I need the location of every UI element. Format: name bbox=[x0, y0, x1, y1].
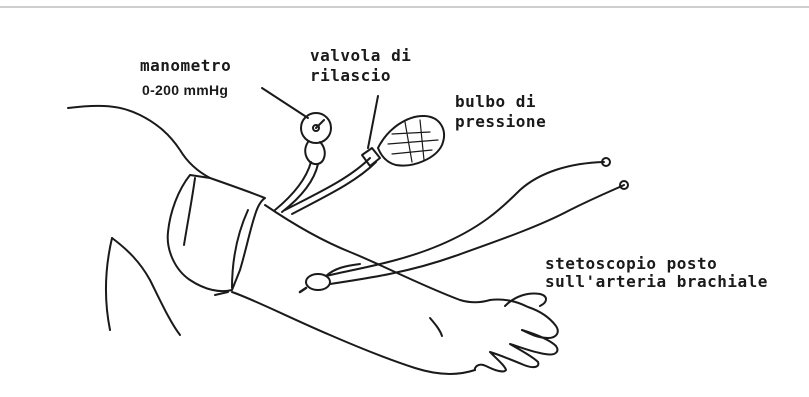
valve-pointer bbox=[368, 96, 378, 148]
pressure-bulb-label-line2: pressione bbox=[455, 112, 546, 131]
cuff-outer bbox=[168, 175, 265, 291]
gauge-tube-2 bbox=[282, 164, 318, 212]
cuff-fold bbox=[184, 178, 195, 245]
hand-fingers bbox=[475, 330, 558, 371]
manometer-neck bbox=[305, 142, 325, 164]
thumb bbox=[505, 294, 546, 307]
stethoscope-label-line1: stetoscopio posto bbox=[545, 254, 717, 273]
bulb-tube-2 bbox=[292, 162, 376, 214]
chestpiece-marker bbox=[300, 288, 306, 292]
manometer-label: manometro bbox=[140, 56, 231, 75]
manometer-range-label: 0-200 mmHg bbox=[142, 82, 228, 98]
wrist-crease bbox=[430, 318, 442, 336]
bulb-tube bbox=[285, 158, 370, 210]
forearm-lower-outline bbox=[232, 292, 475, 374]
forearm-upper-outline bbox=[265, 205, 490, 302]
release-valve-label-line1: valvola di bbox=[310, 46, 411, 65]
cuff-strap bbox=[215, 292, 228, 295]
stethoscope-label-line2: sull'arteria brachiale bbox=[545, 272, 768, 291]
hand-palm bbox=[490, 299, 558, 338]
release-valve-label-line2: rilascio bbox=[310, 66, 391, 85]
shoulder-outline bbox=[68, 106, 210, 178]
gauge-pointer bbox=[262, 88, 308, 118]
manometer-needle bbox=[316, 120, 324, 128]
pressure-bulb-label-line1: bulbo di bbox=[455, 92, 536, 111]
armpit-line bbox=[106, 238, 112, 330]
